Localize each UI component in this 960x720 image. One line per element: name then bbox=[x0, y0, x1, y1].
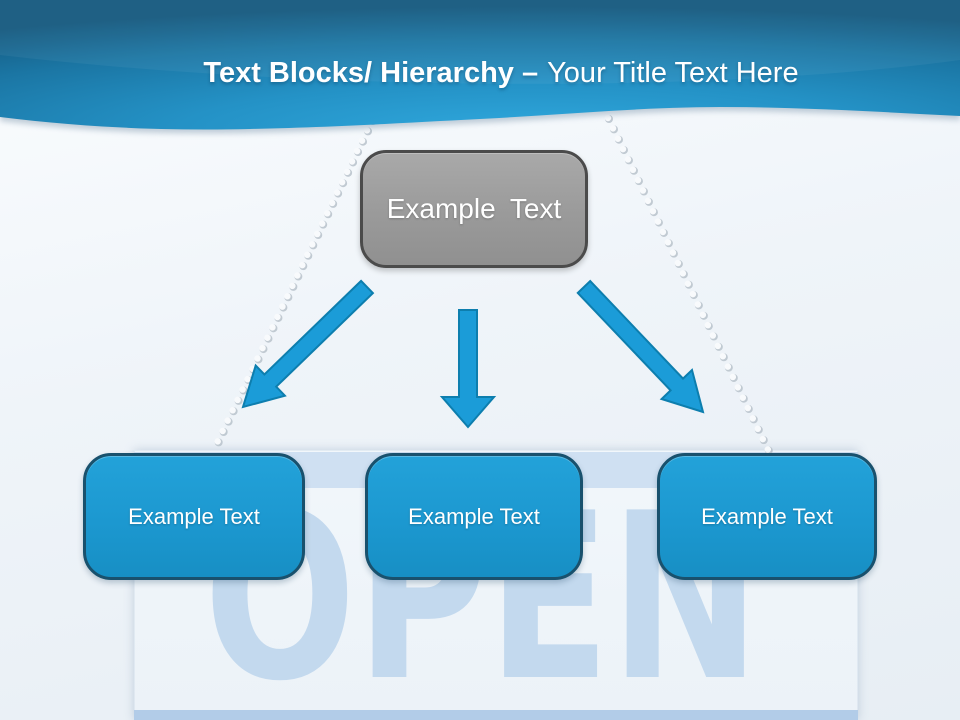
bead-chain-right-icon bbox=[604, 114, 774, 457]
child-box-label: Example Text bbox=[128, 503, 260, 529]
child-box-2[interactable]: Example Text bbox=[365, 453, 583, 580]
bead-chain-left-icon bbox=[211, 116, 377, 452]
header-wave-shape bbox=[0, 0, 960, 130]
slide-title[interactable]: Text Blocks/ Hierarchy –Your Title Text … bbox=[0, 56, 960, 90]
sign-bottom-band bbox=[134, 710, 858, 720]
arrow-down-icon bbox=[439, 309, 497, 429]
child-box-3[interactable]: Example Text bbox=[657, 453, 877, 580]
arrow-down-right-icon bbox=[576, 279, 705, 414]
child-box-1[interactable]: Example Text bbox=[83, 453, 305, 580]
child-box-label: Example Text bbox=[408, 503, 540, 529]
title-bold-segment: Text Blocks/ Hierarchy – bbox=[203, 57, 539, 89]
header-sheen bbox=[0, 0, 960, 84]
root-box-label: Example Text bbox=[386, 193, 562, 224]
header-band bbox=[0, 0, 960, 130]
child-box-label: Example Text bbox=[701, 503, 833, 529]
arrow-down-left-icon bbox=[241, 279, 375, 409]
title-regular-segment: Your Title Text Here bbox=[547, 57, 799, 89]
root-box[interactable]: Example Text bbox=[360, 150, 588, 268]
